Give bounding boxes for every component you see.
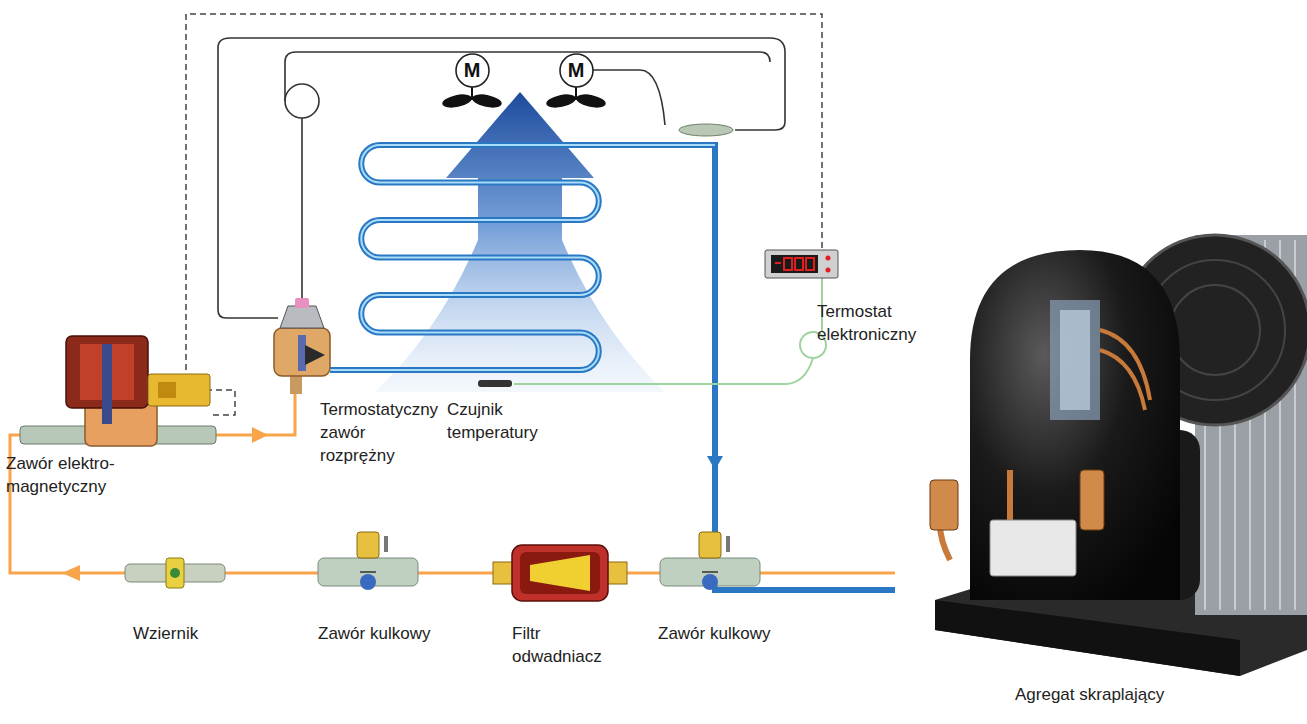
thermostat-wire	[478, 380, 512, 387]
condensing-unit	[1100, 330, 1150, 410]
solenoid-valve	[148, 374, 210, 406]
control-wire-dashed	[186, 14, 822, 415]
expansion-valve	[274, 328, 330, 376]
capillary-tubes	[593, 70, 665, 125]
ball-valve-1	[357, 532, 379, 558]
part-label: Filtr odwadniacz	[512, 622, 602, 668]
electronic-thermostat	[765, 250, 838, 278]
filter-drier	[530, 555, 590, 591]
condensing-unit	[1080, 470, 1104, 530]
part-label: Termostatyczny zawór rozprężny	[320, 398, 438, 467]
motor-circle: M	[455, 53, 490, 88]
capillary-tubes	[301, 118, 303, 302]
motor-letter: M	[464, 60, 481, 80]
part-label: Czujnik temperatury	[447, 398, 538, 444]
thermostat-wire	[514, 358, 813, 384]
electronic-thermostat	[806, 258, 814, 270]
airflow-arrow	[375, 92, 665, 392]
evaporator-coil	[330, 145, 895, 590]
motor-outline	[560, 54, 593, 87]
fan-blades	[545, 92, 577, 110]
condensing-unit	[1060, 310, 1090, 410]
fan-blades	[575, 92, 607, 110]
thermostat-wire	[478, 278, 826, 387]
electronic-thermostat	[826, 256, 831, 261]
liquid-line	[10, 393, 895, 581]
electronic-thermostat	[784, 258, 792, 270]
condensing-unit	[1050, 300, 1100, 420]
capillary-tubes	[285, 84, 319, 118]
electronic-thermostat	[765, 250, 838, 278]
expansion-valve	[295, 298, 309, 308]
condensing-unit	[990, 520, 1076, 576]
electronic-thermostat	[771, 255, 818, 273]
fan-blades	[471, 92, 503, 110]
condensing-unit	[1170, 285, 1260, 375]
sight-glass	[125, 558, 225, 588]
ball-valve-1	[384, 536, 388, 552]
motor-outline	[456, 54, 489, 87]
part-label: Agregat skraplający	[1015, 683, 1164, 706]
capillary-tubes	[285, 52, 770, 101]
sight-glass	[166, 558, 184, 588]
solenoid-valve	[158, 382, 176, 398]
ball-valve-2	[702, 574, 718, 590]
electronic-thermostat	[775, 262, 781, 264]
ball-valve-1	[318, 532, 418, 590]
liquid-line	[62, 565, 80, 581]
condensing-unit	[935, 600, 1240, 676]
ball-valve-2	[726, 536, 730, 552]
expansion-valve	[280, 306, 324, 328]
motor-circle: M	[559, 53, 594, 88]
fan-blades	[441, 92, 473, 110]
solenoid-valve	[102, 344, 112, 424]
airflow-arrow	[375, 92, 665, 392]
filter-drier	[512, 545, 608, 601]
liquid-line	[252, 427, 268, 443]
part-label: Termostat elektroniczny	[817, 300, 916, 346]
ball-valve-1	[360, 574, 376, 590]
ball-valve-1	[360, 571, 376, 573]
filter-drier	[520, 552, 600, 594]
sensor-bulb	[679, 124, 733, 136]
evaporator-coil	[707, 456, 723, 470]
liquid-line	[10, 435, 895, 573]
evaporator-coil	[330, 145, 895, 590]
filter-drier	[493, 545, 627, 601]
condensing-unit	[930, 235, 1307, 676]
ball-valve-2	[702, 571, 718, 573]
sensor-bulb	[679, 124, 733, 136]
electronic-thermostat	[826, 268, 831, 273]
part-label: Wziernik	[133, 622, 198, 645]
expansion-valve	[274, 298, 330, 394]
expansion-valve	[298, 335, 306, 371]
part-label: Zawór kulkowy	[658, 622, 770, 645]
condensing-unit	[930, 480, 958, 530]
part-label: Zawór elektro- magnetyczny	[6, 452, 141, 498]
sight-glass	[170, 568, 180, 578]
motor-letter: M	[568, 60, 585, 80]
solenoid-valve	[20, 336, 216, 446]
evaporator-coil	[330, 145, 715, 370]
ball-valve-2	[660, 532, 760, 590]
expansion-valve	[305, 345, 325, 365]
part-label: Zawór kulkowy	[318, 622, 430, 645]
condensing-unit	[970, 250, 1180, 600]
ball-valve-2	[699, 532, 721, 558]
electronic-thermostat	[795, 258, 803, 270]
